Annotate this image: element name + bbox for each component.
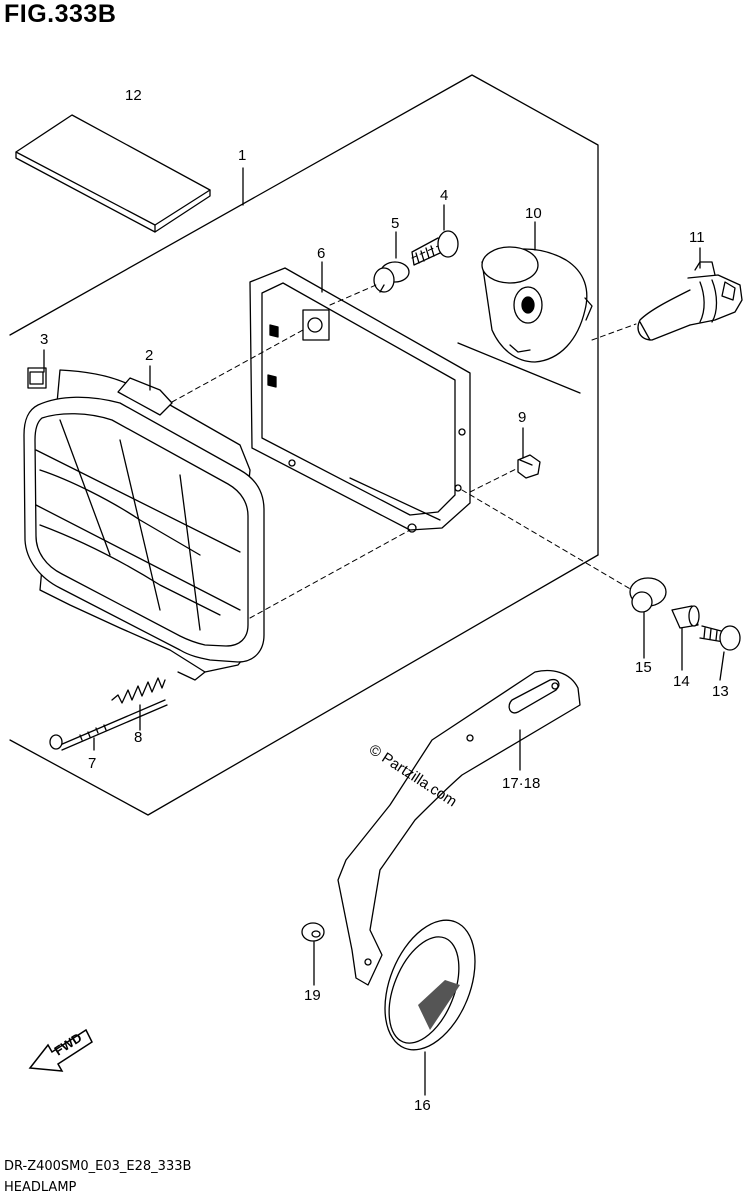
bolt-13 [699, 625, 741, 651]
assembly-frame-lower [9, 554, 599, 816]
callout-10: 10 [525, 205, 542, 222]
callout-2: 2 [145, 347, 153, 364]
callout-19: 19 [304, 987, 321, 1004]
headlamp-rim [249, 267, 471, 533]
callout-4: 4 [440, 187, 448, 204]
callout-11: 11 [689, 229, 705, 246]
figure-title: FIG.333B [4, 0, 117, 28]
callout-12: 12 [125, 87, 142, 104]
assembly-frame-inner [457, 342, 581, 394]
assembly-frame [9, 74, 599, 556]
collar-14 [671, 605, 700, 629]
callout-1: 1 [238, 147, 246, 164]
forward-arrow-icon: FWD [28, 1028, 93, 1072]
screw-4 [411, 230, 459, 266]
callout-9: 9 [518, 409, 526, 426]
clip-nut-9 [517, 454, 541, 479]
callout-17-18: 17·18 [502, 775, 540, 792]
callout-8: 8 [134, 729, 142, 746]
socket-cover-10 [481, 246, 593, 363]
callout-5: 5 [391, 215, 399, 232]
grommet-5 [373, 261, 410, 293]
headlamp-bulb-11 [637, 261, 743, 341]
callout-16: 16 [414, 1097, 431, 1114]
clip-nut-3 [27, 367, 47, 389]
callout-6: 6 [317, 245, 325, 262]
grommet-15 [629, 577, 667, 613]
label-sticker [15, 114, 211, 233]
diagram-code: DR-Z400SM0_E03_E28_333B [4, 1159, 192, 1174]
callout-7: 7 [88, 755, 96, 772]
callout-14: 14 [673, 673, 690, 690]
headlamp-unit [23, 369, 265, 681]
callout-15: 15 [635, 659, 652, 676]
spring-8 [111, 677, 166, 704]
section-name: HEADLAMP [4, 1180, 77, 1195]
headlamp-bracket [337, 669, 581, 986]
reflector-16 [384, 919, 476, 1051]
callout-13: 13 [712, 683, 729, 700]
adjust-screw-7 [49, 699, 168, 751]
nut-19 [301, 922, 325, 942]
callout-3: 3 [40, 331, 48, 348]
